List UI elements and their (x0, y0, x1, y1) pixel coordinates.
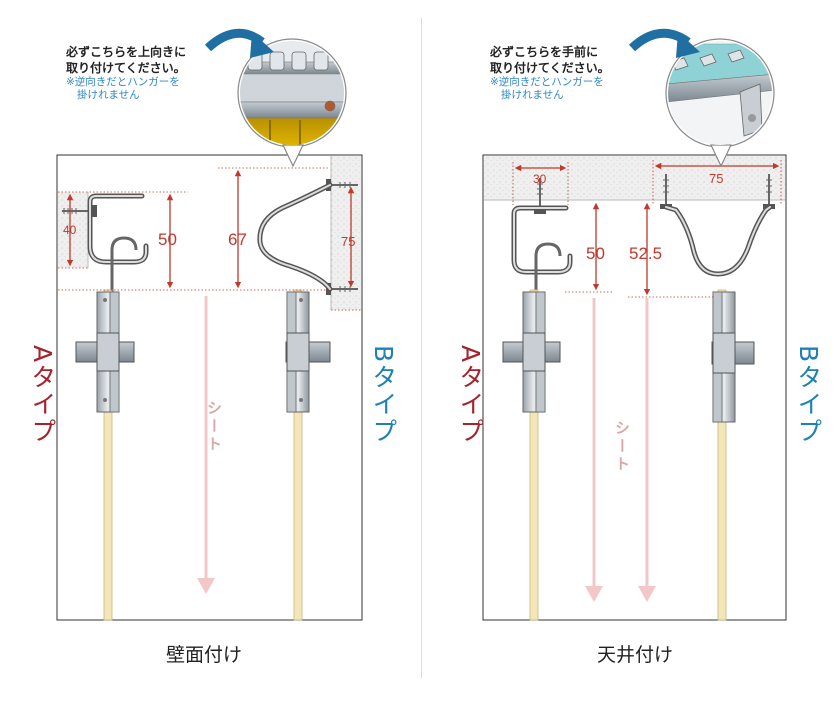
sheet-rod-b-ceiling (717, 289, 727, 621)
dim-40: 40 (63, 223, 77, 237)
note-right-sub1: ※逆向きだとハンガーを (490, 76, 604, 88)
dim-30: 30 (533, 172, 547, 186)
note-right: 必ずこちらを手前に 取り付けてください。 ※逆向きだとハンガーを 掛けれません (490, 44, 610, 102)
note-left-sub1: ※逆向きだとハンガーを (66, 76, 180, 88)
panel-divider (421, 18, 422, 678)
sheet-label-left: シート (205, 400, 223, 454)
dim-50-right: 50 (586, 244, 605, 263)
sheet-rod-b (293, 289, 303, 621)
note-left-sub2: 掛けれません (77, 89, 140, 101)
note-right-line1: 必ずこちらを手前に (490, 45, 599, 59)
type-a-label-right: Aタイプ (456, 345, 485, 446)
note-left-line1: 必ずこちらを上向きに (66, 45, 187, 59)
type-b-label-right: Bタイプ (794, 345, 823, 446)
type-b-label-left: Bタイプ (369, 345, 398, 446)
note-right-sub2: 掛けれません (501, 89, 564, 101)
hanger-hook-a-ceiling (534, 242, 562, 296)
type-a-label-left: Aタイプ (28, 345, 57, 446)
callout-bubble-left (237, 38, 347, 168)
caption-ceiling-mount: 天井付け (597, 644, 674, 666)
sheet-label-right: シート (613, 420, 631, 474)
sheet-rod-a-ceiling (529, 289, 539, 621)
note-right-line2: 取り付けてください。 (490, 61, 610, 75)
callout-bubble-right (665, 38, 775, 168)
left-wall-b (331, 156, 361, 310)
left-panel (56, 28, 363, 621)
note-left: 必ずこちらを上向きに 取り付けてください。 ※逆向きだとハンガーを 掛けれません (66, 44, 186, 102)
dim-67: 67 (228, 230, 247, 249)
right-panel (482, 28, 787, 621)
caption-wall-mount: 壁面付け (166, 644, 243, 666)
hanger-hook-a (110, 236, 138, 296)
note-left-line2: 取り付けてください。 (66, 61, 186, 75)
dim-75-left: 75 (341, 234, 355, 249)
dim-50-left: 50 (158, 230, 177, 249)
ceiling-block (484, 156, 785, 200)
dim-52-5: 52.5 (629, 244, 662, 263)
dim-75-right: 75 (709, 171, 723, 186)
